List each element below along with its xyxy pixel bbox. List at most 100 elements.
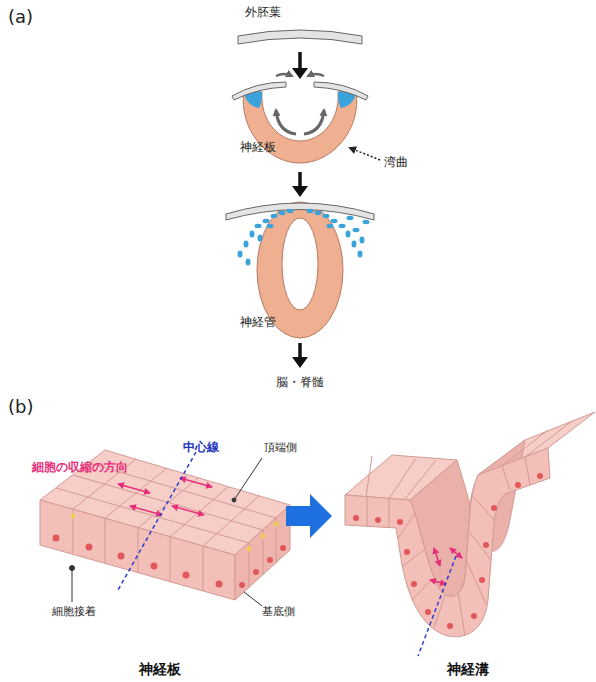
neural-tube — [226, 203, 374, 220]
cell-nucleus — [411, 581, 417, 587]
neural-groove — [345, 448, 550, 637]
neural-plate-slab — [105, 518, 106, 563]
leader-arrow — [350, 148, 380, 160]
midline — [418, 556, 456, 656]
contraction-arrow — [118, 484, 150, 493]
stage-arrow — [298, 172, 302, 188]
side-label: 基底側 — [262, 606, 295, 617]
neural-crest-cells — [358, 251, 363, 258]
cell-junction — [262, 533, 264, 539]
neural-plate — [308, 74, 324, 76]
neural-crest-cells — [346, 231, 351, 238]
neural-tube — [226, 202, 374, 338]
stage-arrow — [298, 343, 302, 359]
cell-nucleus — [280, 545, 286, 551]
neural-crest-cells — [238, 209, 370, 266]
leader-line — [234, 458, 262, 500]
outcome-label: 脳・脊髄 — [276, 376, 324, 388]
midline — [118, 452, 196, 590]
neural-crest-cells — [331, 219, 338, 223]
neural-plate-slab — [138, 528, 139, 573]
cell-nucleus — [483, 542, 489, 548]
panel-label: (b) — [8, 398, 33, 416]
cell-nucleus — [53, 535, 287, 589]
neural-crest-cells — [347, 216, 354, 220]
neural-plate — [232, 74, 368, 163]
transition-arrow — [286, 494, 332, 538]
neural-plate-slab — [40, 500, 235, 600]
cell-nucleus — [353, 515, 359, 521]
cell-junction — [72, 513, 74, 519]
cell-nucleus — [267, 557, 273, 563]
neural-plate — [304, 110, 324, 134]
callout-label: 湾曲 — [384, 156, 408, 168]
neural-crest-cells — [258, 235, 263, 242]
neural-groove — [405, 460, 436, 499]
part-label: 細胞接着 — [52, 606, 96, 617]
contraction-arrow — [430, 548, 462, 584]
neural-plate — [314, 82, 368, 100]
neural-groove — [389, 499, 390, 527]
stage-arrow — [292, 68, 308, 79]
cell-nucleus — [471, 613, 477, 619]
neural-groove — [367, 497, 368, 526]
neural-crest-cells — [353, 228, 360, 232]
neural-plate-slab — [249, 543, 250, 588]
neural-plate-slab — [235, 505, 290, 600]
neural-plate-slab — [170, 537, 171, 582]
leader-line — [232, 498, 236, 502]
neural-crest-cells — [271, 214, 278, 218]
neural-crest-cells — [250, 231, 255, 238]
leader-line — [72, 570, 73, 602]
contraction-arrow — [118, 478, 212, 515]
panel-label: (a) — [8, 8, 33, 26]
neural-groove — [366, 456, 372, 497]
cell-nucleus — [353, 473, 543, 629]
neural-crest-cells — [238, 251, 243, 258]
neural-crest-cells — [287, 209, 294, 213]
neural-crest-cells — [363, 220, 370, 224]
neural-crest-cells — [323, 214, 330, 218]
neural-crest-cells — [255, 224, 262, 228]
neural-crest-cells — [360, 237, 365, 244]
neural-plate-slab — [105, 468, 167, 518]
stage-label: 神経板 — [139, 662, 181, 676]
midline — [418, 556, 456, 656]
cell-nucleus — [447, 623, 453, 629]
neural-crest-cells — [279, 211, 286, 215]
contraction-arrow — [430, 580, 446, 584]
stage-label: 神経板 — [240, 141, 276, 153]
stage-arrow — [292, 357, 308, 368]
neural-crest-cells — [327, 224, 334, 228]
leader-line — [70, 458, 263, 606]
neural-plate-slab — [276, 518, 277, 563]
stage-label: 外胚葉 — [245, 6, 281, 18]
stage-label: 神経溝 — [447, 662, 489, 676]
cell-junction — [248, 546, 250, 552]
contraction-arrow — [172, 506, 204, 515]
stage-arrow — [292, 186, 308, 197]
leader-arrow — [350, 148, 380, 160]
neural-plate-slab — [73, 509, 74, 554]
leader-line — [70, 566, 75, 571]
neural-groove — [468, 530, 491, 560]
cell-nucleus — [537, 473, 543, 479]
midline-label: 中心線 — [183, 441, 219, 453]
ectoderm-sheet — [238, 30, 362, 44]
contraction-arrow — [434, 548, 440, 566]
stage-label: 神経管 — [240, 316, 276, 328]
contraction-arrow — [130, 506, 162, 515]
neural-groove — [345, 412, 595, 637]
leader-line — [244, 592, 262, 606]
cell-nucleus — [425, 609, 431, 615]
neural-groove — [525, 457, 530, 485]
neural-plate — [276, 110, 296, 134]
neural-groove — [389, 458, 416, 499]
neural-crest-cells — [244, 241, 249, 248]
cell-nucleus — [216, 581, 223, 588]
neural-groove — [398, 515, 414, 538]
cell-nucleus — [118, 553, 125, 560]
side-label: 頂端側 — [264, 442, 297, 453]
cell-nucleus — [515, 482, 521, 488]
